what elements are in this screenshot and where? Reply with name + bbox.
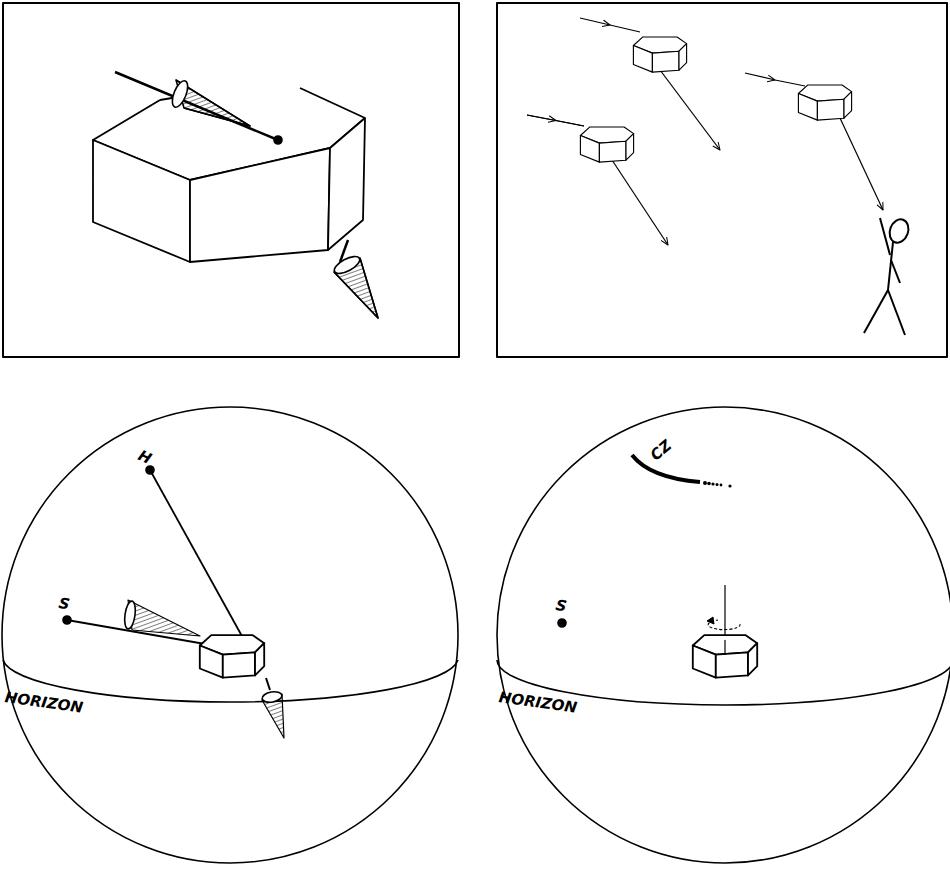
celestial-sphere	[497, 407, 950, 863]
panel-frame	[497, 3, 947, 357]
point-label: H	[136, 448, 154, 467]
rotation-axis-cone	[115, 72, 282, 144]
arc-fade-dots	[703, 481, 732, 488]
celestial-sphere	[2, 407, 458, 863]
point-label: S	[57, 596, 70, 613]
falling-crystals	[527, 18, 883, 245]
circumzenithal-arc	[632, 455, 700, 482]
arc-label: CZ	[648, 438, 674, 464]
light-cone	[332, 240, 378, 318]
point-label: S	[554, 598, 567, 615]
observer-figure	[864, 217, 912, 335]
panel-frame	[3, 3, 459, 357]
